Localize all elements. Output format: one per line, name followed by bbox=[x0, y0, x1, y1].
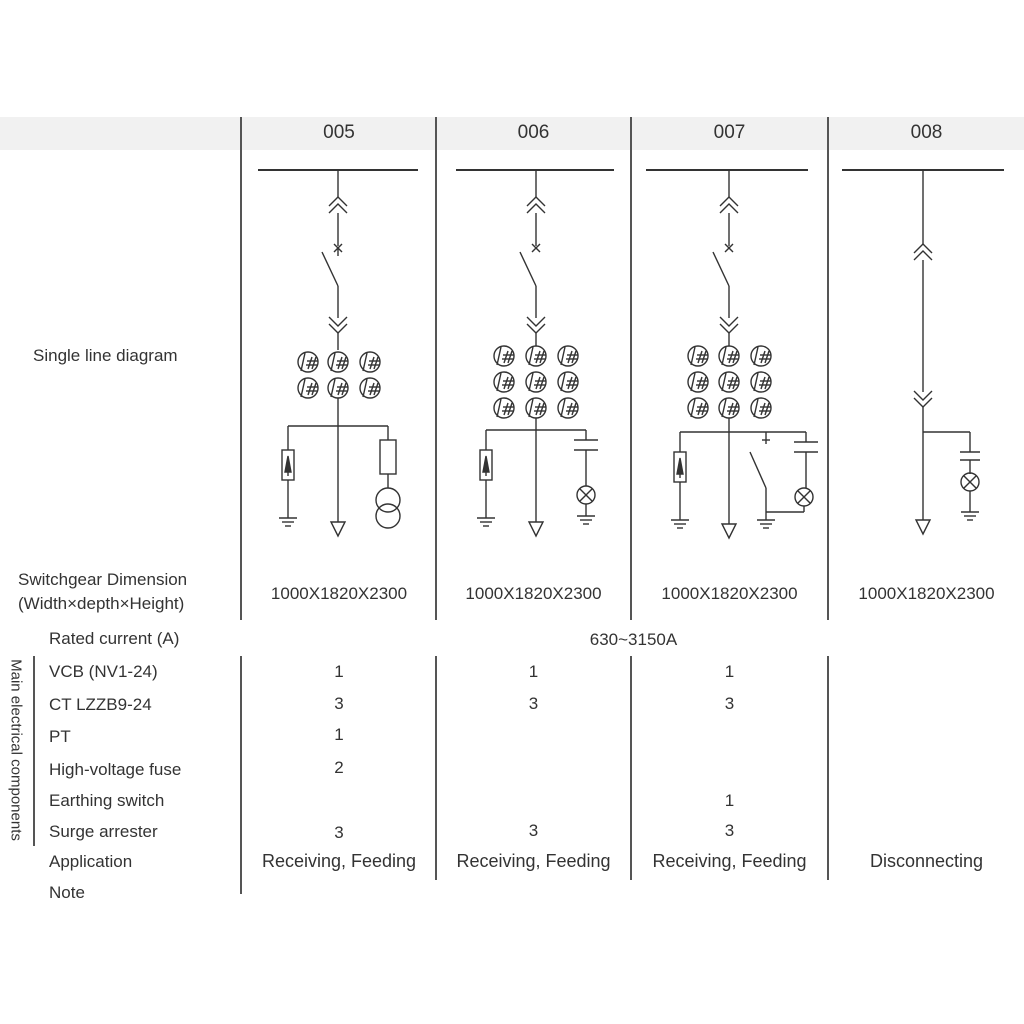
column-divider bbox=[435, 656, 437, 880]
row-label-single-line-diagram: Single line diagram bbox=[33, 346, 178, 365]
ct-007: 3 bbox=[724, 694, 735, 713]
application-008: Disconnecting bbox=[869, 851, 984, 871]
surge-007: 3 bbox=[724, 821, 735, 840]
sld-005 bbox=[258, 169, 418, 538]
sld-006 bbox=[456, 169, 614, 538]
row-label-pt: PT bbox=[49, 727, 71, 746]
column-divider bbox=[630, 117, 632, 620]
row-label-surge-arrester: Surge arrester bbox=[49, 822, 158, 841]
row-label-dimension-units: (Width×depth×Height) bbox=[18, 594, 185, 613]
ct-006: 3 bbox=[528, 694, 539, 713]
row-label-dimension: Switchgear Dimension bbox=[18, 570, 188, 589]
vcb-005: 1 bbox=[334, 662, 344, 681]
dimension-007: 1000X1820X2300 bbox=[661, 584, 798, 603]
surge-006: 3 bbox=[528, 821, 539, 840]
row-label-vcb: VCB (NV1-24) bbox=[49, 662, 158, 681]
column-divider bbox=[240, 656, 242, 894]
rated-current-value: 630~3150A bbox=[589, 630, 678, 649]
row-label-rated-current: Rated current (A) bbox=[49, 629, 180, 648]
column-header-005: 005 bbox=[323, 122, 355, 143]
row-label-application: Application bbox=[49, 852, 133, 871]
group-bracket-line bbox=[33, 656, 35, 846]
sld-008 bbox=[842, 169, 1004, 536]
application-007: Receiving, Feeding bbox=[652, 851, 807, 871]
row-label-earthing-switch: Earthing switch bbox=[49, 791, 165, 810]
column-header-007: 007 bbox=[713, 122, 746, 143]
vcb-006: 1 bbox=[528, 662, 539, 681]
earth-007: 1 bbox=[724, 791, 735, 810]
row-label-fuse: High-voltage fuse bbox=[49, 760, 182, 779]
column-header-008: 008 bbox=[910, 122, 943, 143]
column-divider bbox=[827, 117, 829, 620]
single-line-diagrams bbox=[258, 169, 1004, 540]
column-divider bbox=[827, 656, 829, 880]
pt-005: 1 bbox=[334, 725, 344, 744]
header-band bbox=[0, 117, 1024, 150]
row-label-note: Note bbox=[49, 883, 85, 902]
dimension-005: 1000X1820X2300 bbox=[270, 584, 408, 603]
application-006: Receiving, Feeding bbox=[456, 851, 611, 871]
fuse-005: 2 bbox=[334, 758, 344, 777]
surge-005: 3 bbox=[334, 823, 344, 842]
dimension-006: 1000X1820X2300 bbox=[465, 584, 602, 603]
column-header-006: 006 bbox=[517, 122, 550, 143]
row-label-ct: CT LZZB9-24 bbox=[49, 695, 152, 714]
column-divider bbox=[630, 656, 632, 880]
column-divider bbox=[240, 117, 242, 620]
sld-007 bbox=[646, 169, 818, 540]
dimension-008: 1000X1820X2300 bbox=[858, 584, 995, 603]
group-label-main-components: Main electrical components bbox=[7, 659, 25, 841]
vcb-007: 1 bbox=[724, 662, 735, 681]
column-divider bbox=[435, 117, 437, 620]
application-005: Receiving, Feeding bbox=[261, 851, 417, 871]
ct-005: 3 bbox=[334, 694, 344, 713]
